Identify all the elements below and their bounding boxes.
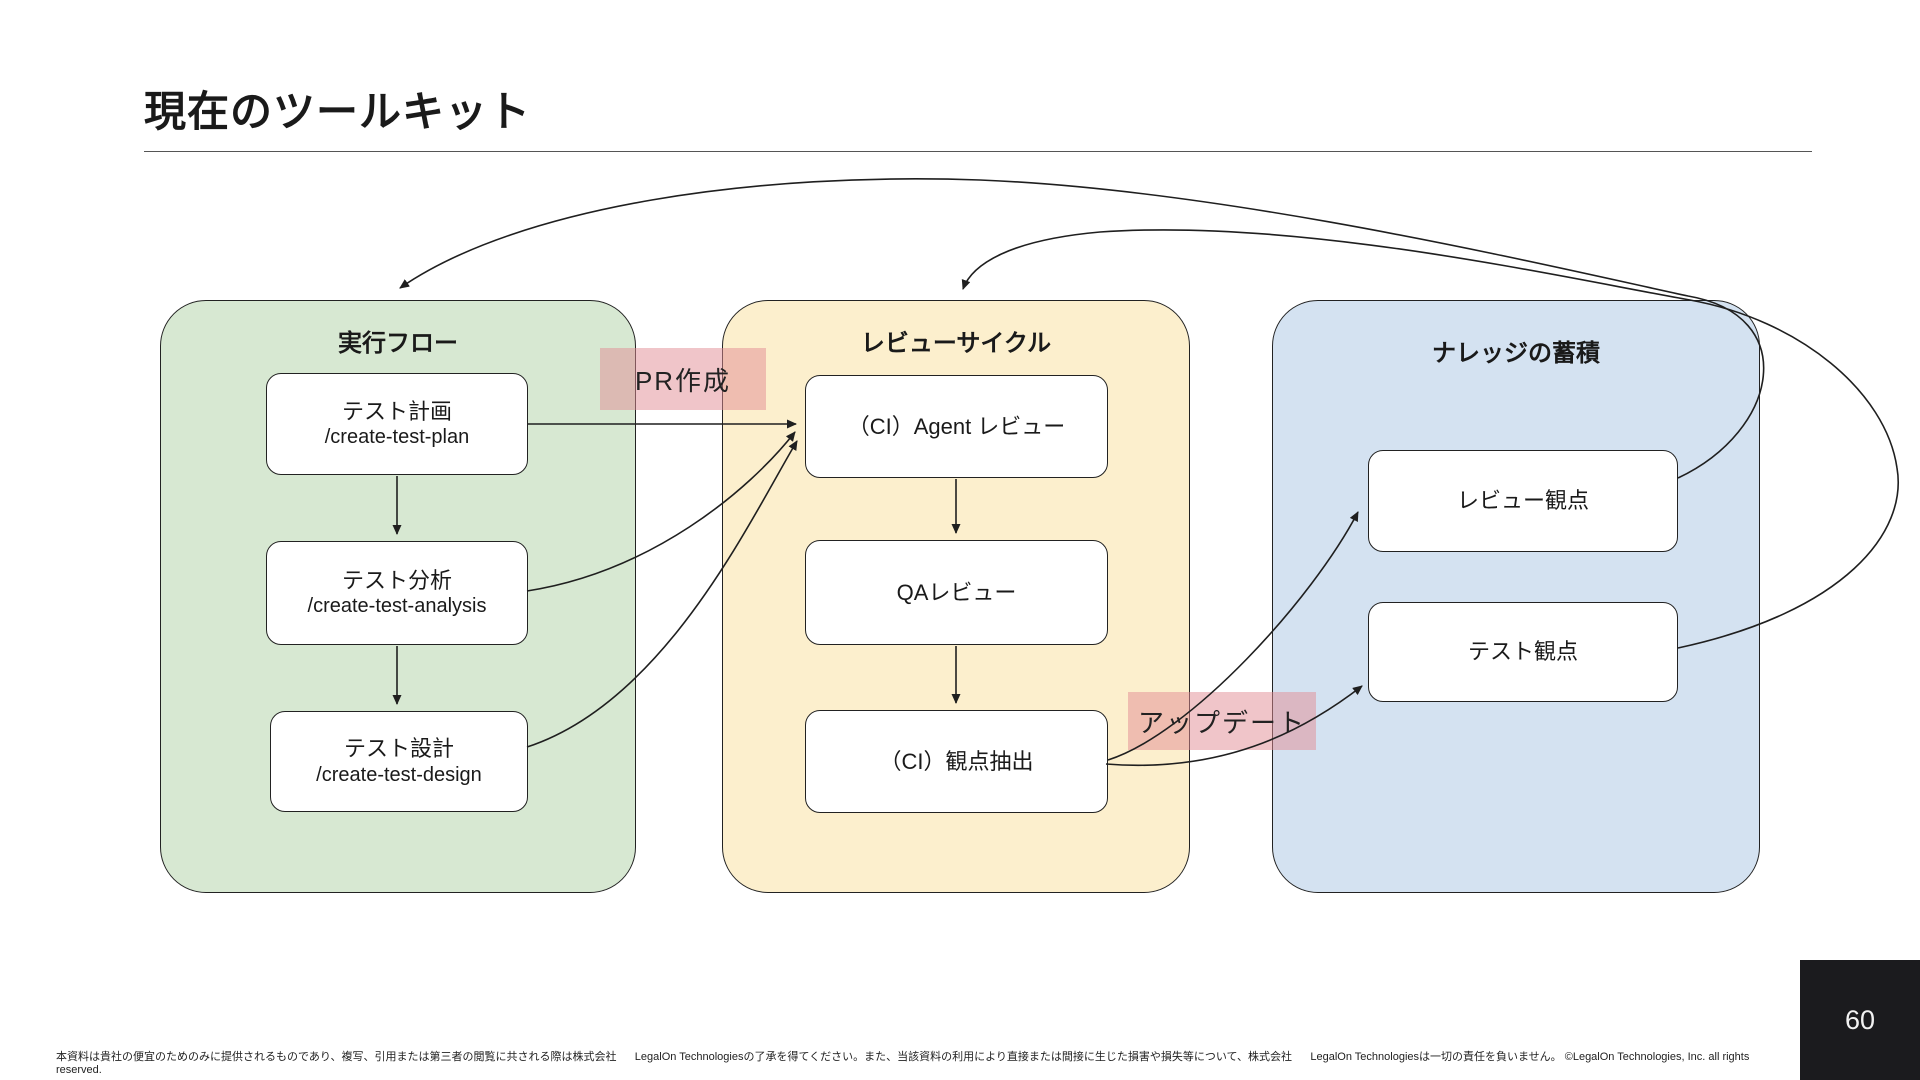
edge-label-update: アップデート xyxy=(1128,692,1316,750)
node-review-viewpoints: レビュー観点 xyxy=(1368,450,1678,552)
node-test-design-command: /create-test-design xyxy=(316,763,482,786)
node-ci-viewpoint-extraction-label: （CI）観点抽出 xyxy=(879,748,1034,774)
node-ci-viewpoint-extraction: （CI）観点抽出 xyxy=(805,710,1108,813)
node-test-viewpoints-label: テスト観点 xyxy=(1467,639,1578,665)
node-review-viewpoints-label: レビュー観点 xyxy=(1456,488,1589,514)
footer-disclaimer: 本資料は貴社の便宜のためのみに提供されるものであり、複写、引用または第三者の閲覧… xyxy=(56,1051,1753,1076)
node-test-plan-command: /create-test-plan xyxy=(324,426,470,449)
node-ci-agent-review-label: （CI）Agent レビュー xyxy=(847,413,1066,439)
node-test-design-label: テスト設計 xyxy=(343,736,454,762)
title-underline xyxy=(144,151,1812,152)
node-test-design: テスト設計 /create-test-design xyxy=(270,711,528,812)
page-number: 60 xyxy=(1844,1004,1876,1035)
panel-title-knowledge-accumulation: ナレッジの蓄積 xyxy=(1432,340,1600,367)
node-test-plan-label: テスト計画 xyxy=(341,398,452,424)
page-number-badge: 60 xyxy=(1800,960,1920,1080)
node-qa-review: QAレビュー xyxy=(805,540,1108,645)
node-test-analysis: テスト分析 /create-test-analysis xyxy=(266,541,528,645)
panel-title-review-cycle: レビューサイクル xyxy=(860,330,1052,357)
node-ci-agent-review: （CI）Agent レビュー xyxy=(805,375,1108,478)
node-test-analysis-command: /create-test-analysis xyxy=(307,595,487,618)
edge-label-pr-creation: PR作成 xyxy=(600,348,766,410)
panel-knowledge-accumulation: ナレッジの蓄積 xyxy=(1272,300,1760,893)
slide-title: 現在のツールキット xyxy=(144,88,532,135)
node-test-plan: テスト計画 /create-test-plan xyxy=(266,373,528,475)
panel-title-execution-flow: 実行フロー xyxy=(338,330,458,357)
node-test-analysis-label: テスト分析 xyxy=(341,567,452,593)
node-test-viewpoints: テスト観点 xyxy=(1368,602,1678,702)
node-qa-review-label: QAレビュー xyxy=(896,579,1017,605)
